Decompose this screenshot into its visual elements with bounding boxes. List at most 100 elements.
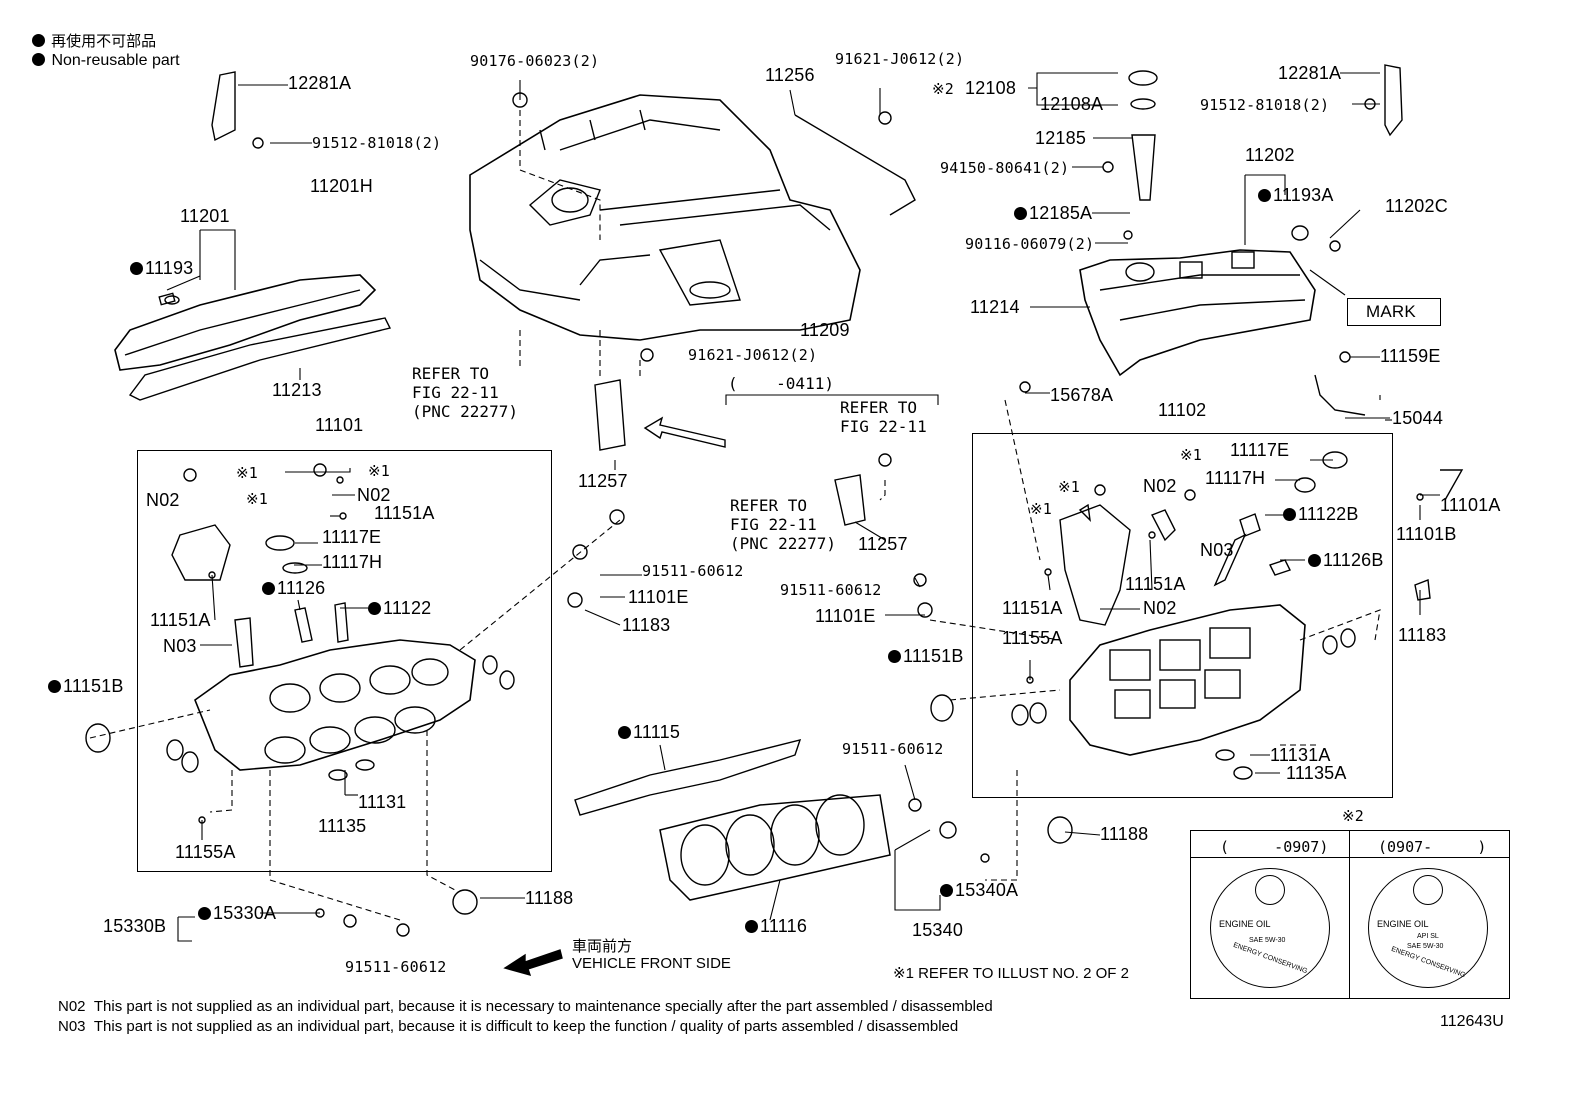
- label-12281A-right: 12281A: [1278, 63, 1342, 83]
- label-15330A: 15330A: [198, 903, 276, 924]
- legend-en-text: Non-reusable part: [51, 52, 180, 69]
- oil-cap-table-divider: [1349, 830, 1350, 998]
- label-N02-left: N02: [146, 490, 180, 510]
- label-15044: 15044: [1392, 408, 1444, 428]
- stay-11257-a-drawing: [594, 379, 626, 451]
- label-11213: 11213: [272, 380, 322, 400]
- front-side-en: VEHICLE FRONT SIDE: [572, 955, 731, 972]
- oil-cap-col1-header: ( -0907): [1220, 838, 1329, 856]
- label-11117E-left: 11117E: [322, 527, 382, 547]
- refer-illust-note: ※1 REFER TO ILLUST NO. 2 OF 2: [893, 965, 1129, 982]
- note-n02-text: This part is not supplied as an individu…: [93, 998, 993, 1015]
- note-n03: N03 This part is not supplied as an indi…: [58, 1018, 958, 1035]
- label-x2-table: ※2: [1342, 807, 1364, 825]
- bracket-right-drawing: [1384, 64, 1403, 137]
- label-N03-left: N03: [163, 636, 197, 656]
- label-11202: 11202: [1245, 145, 1295, 165]
- range-0411: ( -0411): [728, 374, 834, 393]
- leader-lines: [166, 72, 1440, 942]
- left-cam-cover-drawing: [114, 274, 392, 401]
- label-15330B: 15330B: [103, 916, 167, 936]
- label-91511-mid-b: 91511-60612: [780, 581, 882, 599]
- front-side-arrow: [503, 949, 563, 977]
- label-11131A: 11131A: [1270, 745, 1331, 765]
- label-11155A-left: 11155A: [175, 842, 236, 862]
- stay-11256-drawing: [794, 114, 916, 216]
- small-parts: [85, 92, 1464, 937]
- label-x1-c: ※1: [368, 462, 390, 480]
- label-11201H: 11201H: [310, 176, 373, 196]
- right-cam-cover-drawing: [1079, 249, 1316, 377]
- oil-cap-new-emblem: [1413, 875, 1443, 905]
- front-side-jp: 車両前方: [572, 938, 633, 955]
- oil-cap-new-text: ENGINE OIL: [1377, 919, 1429, 929]
- note-n03-text: This part is not supplied as an individu…: [93, 1018, 959, 1035]
- label-90176: 90176-06023(2): [470, 52, 600, 70]
- label-11101: 11101: [315, 415, 364, 435]
- left-cylinder-head-drawing: [194, 639, 476, 771]
- label-15678A: 15678A: [1050, 385, 1114, 405]
- label-11193A: 11193A: [1258, 185, 1334, 206]
- label-11155A-right: 11155A: [1002, 628, 1063, 648]
- label-N02-left-b: N02: [357, 485, 391, 505]
- label-11151A-left-b: 11151A: [150, 610, 211, 630]
- label-11202C: 11202C: [1385, 196, 1448, 216]
- mark-box: [1347, 298, 1441, 326]
- label-12108: 12108: [965, 78, 1017, 98]
- label-11151A-left-a: 11151A: [374, 503, 435, 523]
- hose-15044-drawing: [1314, 374, 1366, 416]
- label-N03-right: N03: [1200, 540, 1234, 560]
- label-11183-right: 11183: [1398, 625, 1447, 645]
- oil-cap-new: ENGINE OIL API SL SAE 5W-30 ENERGY CONSE…: [1368, 868, 1488, 988]
- note-n02: N02 This part is not supplied as an indi…: [58, 998, 993, 1015]
- bracket-left-drawing: [211, 71, 236, 142]
- label-11117H-right: 11117H: [1205, 468, 1266, 488]
- label-11257-b: 11257: [858, 534, 908, 554]
- oil-cap-drawing: [1128, 70, 1158, 86]
- label-11183-left: 11183: [622, 615, 671, 635]
- note-n02-code: N02: [58, 998, 86, 1015]
- legend-en: Non-reusable part: [32, 52, 180, 70]
- label-11101B: 11101B: [1396, 524, 1457, 544]
- refer-mid: REFER TO FIG 22-11 (PNC 22277): [730, 496, 836, 553]
- oil-cap-new-energy: ENERGY CONSERVING: [1390, 945, 1467, 980]
- label-11151B-left: 11151B: [48, 676, 124, 697]
- label-N02-right-a: N02: [1143, 476, 1177, 496]
- label-11214: 11214: [970, 297, 1020, 317]
- legend-jp: 再使用不可部品: [32, 30, 156, 51]
- cam-housing-drawing: [1059, 504, 1131, 626]
- label-91512-right: 91512-81018(2): [1200, 96, 1330, 114]
- label-11102: 11102: [1158, 400, 1207, 420]
- oil-cap-old-emblem: [1255, 875, 1285, 905]
- label-90116: 90116-06079(2): [965, 235, 1095, 253]
- label-x1-e: ※1: [1058, 478, 1080, 496]
- label-x2-12108: ※2: [932, 80, 954, 98]
- label-11201: 11201: [180, 206, 230, 226]
- oil-cap-old-text: ENGINE OIL: [1219, 919, 1271, 929]
- label-11151B-right: 11151B: [888, 646, 964, 667]
- label-15340A: 15340A: [940, 880, 1018, 901]
- label-11131-left: 11131: [358, 792, 407, 812]
- gasket-11115-drawing: [574, 739, 802, 816]
- label-12108A: 12108A: [1040, 94, 1104, 114]
- label-11126-left: 11126: [262, 578, 325, 599]
- label-91511-mid-a: 91511-60612: [642, 562, 744, 580]
- oil-filler-drawing: [1131, 134, 1156, 201]
- label-11209: 11209: [800, 320, 850, 340]
- engine-cover-drawing: [469, 94, 861, 341]
- label-91621-mid: 91621-J0612(2): [688, 346, 818, 364]
- refer-right: REFER TO FIG 22-11: [840, 398, 927, 436]
- oil-cap-old-sae: SAE 5W-30: [1249, 937, 1286, 944]
- legend-jp-text: 再使用不可部品: [51, 33, 157, 50]
- label-91511-bottom: 91511-60612: [345, 958, 447, 976]
- label-11135A: 11135A: [1286, 763, 1347, 783]
- label-91621-top: 91621-J0612(2): [835, 50, 965, 68]
- label-11135-left: 11135: [318, 816, 367, 836]
- oil-cap-old: ENGINE OIL SAE 5W-30 ENERGY CONSERVING: [1210, 868, 1330, 988]
- oil-cap-old-energy: ENERGY CONSERVING: [1232, 941, 1309, 976]
- label-91512-left: 91512-81018(2): [312, 134, 442, 152]
- label-N02-right-b: N02: [1143, 598, 1177, 618]
- oil-cap-col2-header: (0907- ): [1378, 838, 1487, 856]
- left-head-frame: [137, 450, 552, 872]
